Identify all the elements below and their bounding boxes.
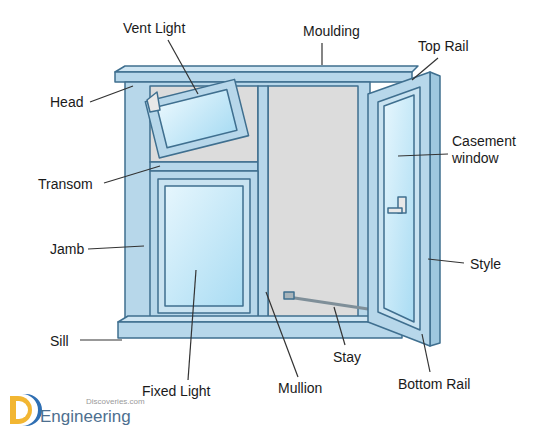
watermark-text: Engineering — [40, 407, 131, 427]
part-label: Stay — [333, 349, 361, 366]
part-label: Head — [50, 94, 83, 111]
part-label: Style — [470, 256, 501, 273]
part-label: Sill — [50, 333, 69, 350]
part-label: Top Rail — [418, 38, 469, 55]
part-label: Bottom Rail — [398, 376, 470, 393]
part-label: Jamb — [50, 241, 84, 258]
watermark-text: Discoveries.com — [86, 397, 145, 407]
part-label: Vent Light — [123, 20, 185, 37]
part-label: Fixed Light — [142, 383, 210, 400]
part-label: Transom — [38, 176, 93, 193]
part-label: Casement window — [452, 133, 532, 167]
part-label: Moulding — [303, 23, 360, 40]
part-label: Mullion — [278, 380, 322, 397]
